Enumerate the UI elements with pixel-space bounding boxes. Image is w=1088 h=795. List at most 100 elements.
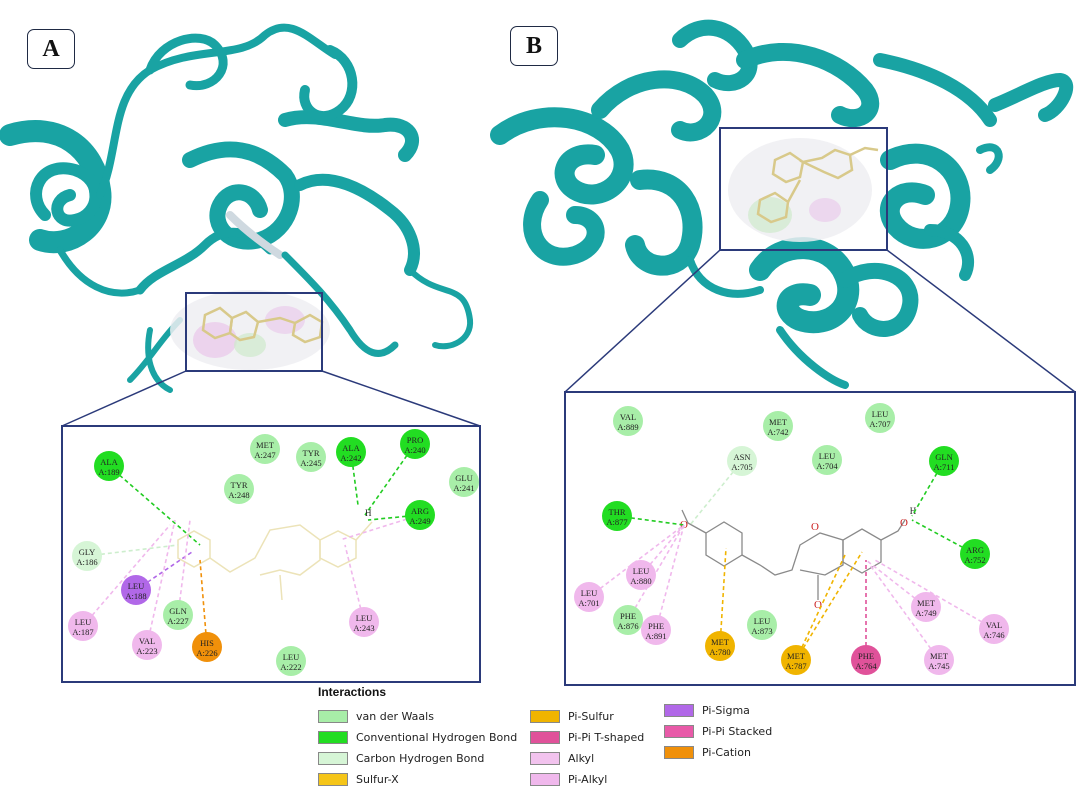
residue-node <box>400 429 430 459</box>
residue-name: HIS <box>200 638 214 648</box>
residue-name: TYR <box>231 480 248 490</box>
residue-number: A:701 <box>578 598 599 608</box>
residue-number: A:752 <box>964 555 985 565</box>
legend-label: Pi-Sulfur <box>568 710 614 723</box>
legend-swatch <box>664 746 694 759</box>
legend-item-vdw: van der Waals <box>318 710 434 723</box>
residue-node <box>641 615 671 645</box>
residue-number: A:223 <box>136 646 157 656</box>
interaction-line-thr877 <box>616 515 685 526</box>
legend-swatch <box>664 725 694 738</box>
legend-swatch <box>530 731 560 744</box>
residue-node <box>911 592 941 622</box>
residue-node <box>72 541 102 571</box>
residue-number: A:707 <box>869 419 890 429</box>
residue-name: PHE <box>648 621 664 631</box>
residue-node <box>132 630 162 660</box>
legend-swatch <box>318 710 348 723</box>
residue-node <box>851 645 881 675</box>
residue-name: VAL <box>620 412 636 422</box>
interaction-line-met745 <box>869 564 940 661</box>
residue-node <box>924 645 954 675</box>
zoom-line-a <box>61 370 187 427</box>
legend-label: van der Waals <box>356 710 434 723</box>
residue-number: A:186 <box>76 557 97 567</box>
residue-node <box>336 437 366 467</box>
residue-number: A:243 <box>353 623 374 633</box>
residue-name: VAL <box>986 620 1002 630</box>
residue-node <box>449 467 479 497</box>
ligand-2d-b <box>681 509 906 600</box>
legend-item-pi-sigma: Pi-Sigma <box>664 704 750 717</box>
residue-number: A:241 <box>453 483 474 493</box>
interaction-line-leu187 <box>82 524 171 627</box>
residue-number: A:189 <box>98 467 119 477</box>
legend-label: Alkyl <box>568 752 595 765</box>
legend-title: Interactions <box>318 685 387 699</box>
zoom-line-b <box>886 249 1076 393</box>
residue-name: MET <box>711 637 730 647</box>
residue-name: LEU <box>819 451 836 461</box>
residue-number: A:188 <box>125 591 146 601</box>
residue-node <box>192 632 222 662</box>
legend-item-alkyl: Alkyl <box>530 752 594 765</box>
residue-name: ASN <box>733 452 750 462</box>
legend-swatch <box>318 773 348 786</box>
residue-node <box>349 607 379 637</box>
residue-node <box>276 646 306 676</box>
residue-number: A:889 <box>617 422 638 432</box>
residue-node <box>121 575 151 605</box>
protein-b-ribbon <box>490 19 1074 389</box>
residue-node <box>94 451 124 481</box>
residue-number: A:187 <box>72 627 93 637</box>
zoom-line-b <box>564 249 721 393</box>
legend-label: Conventional Hydrogen Bond <box>356 731 518 744</box>
residue-number: A:780 <box>709 647 730 657</box>
residue-number: A:248 <box>228 490 249 500</box>
legend-swatch <box>530 710 560 723</box>
residue-name: ALA <box>342 443 360 453</box>
residue-name: LEU <box>872 409 889 419</box>
residue-name: MET <box>787 651 806 661</box>
legend-swatch <box>530 773 560 786</box>
residue-node <box>574 582 604 612</box>
residue-number: A:742 <box>767 427 788 437</box>
residue-name: LEU <box>581 588 598 598</box>
residue-node <box>747 610 777 640</box>
legend-label: Pi-Sigma <box>702 704 750 717</box>
legend-item-pi-cation: Pi-Cation <box>664 746 751 759</box>
residue-name: ALA <box>100 457 118 467</box>
legend-label: Sulfur-X <box>356 773 399 786</box>
oxygen-label-ring: O <box>811 521 819 533</box>
residue-name: LEU <box>356 613 373 623</box>
residue-name: VAL <box>139 636 155 646</box>
residue-node <box>812 445 842 475</box>
ligand-3d-b <box>756 146 879 224</box>
residue-number: A:222 <box>280 662 301 672</box>
legend-item-carbon-hbond: Carbon Hydrogen Bond <box>318 752 484 765</box>
residue-node <box>960 539 990 569</box>
zoom-box-a <box>185 292 323 372</box>
residue-number: A:705 <box>731 462 752 472</box>
ligand-3d-a <box>201 306 324 344</box>
hydroxyl-h-label-a: H <box>365 508 372 518</box>
residue-name: MET <box>256 440 275 450</box>
interaction-line-met787 <box>795 551 863 661</box>
residue-name: ARG <box>411 506 429 516</box>
residue-node <box>979 614 1009 644</box>
interaction-line-gly186 <box>86 544 179 557</box>
